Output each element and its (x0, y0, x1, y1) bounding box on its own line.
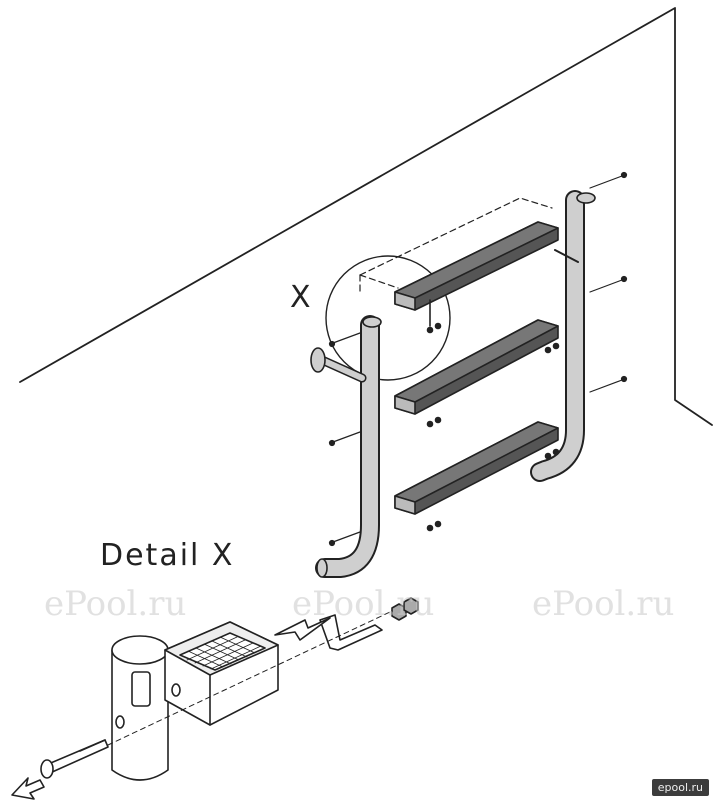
step-bottom (394, 421, 560, 532)
pool-wall (19, 7, 713, 426)
left-handrail (310, 315, 382, 578)
detail-bolt (11, 739, 109, 800)
detail-circle (325, 255, 451, 381)
watermark: ePool.ru (44, 584, 187, 624)
dashed-step-outline (359, 197, 553, 293)
detail-marker-label: X (290, 280, 312, 315)
detail-post (111, 635, 169, 781)
detail-step-block (164, 621, 279, 726)
detail-bracket (274, 614, 383, 651)
step-top (394, 221, 559, 334)
detail-nuts (391, 597, 419, 621)
alignment-line (107, 611, 391, 746)
watermark: ePool.ru (292, 584, 435, 624)
anchor-bolts (328, 171, 628, 547)
watermark: ePool.ru (532, 584, 675, 624)
detail-title: Detail X (100, 538, 235, 573)
site-logo: epool.ru (651, 779, 709, 796)
right-handrail (530, 190, 596, 482)
step-middle (394, 319, 560, 428)
